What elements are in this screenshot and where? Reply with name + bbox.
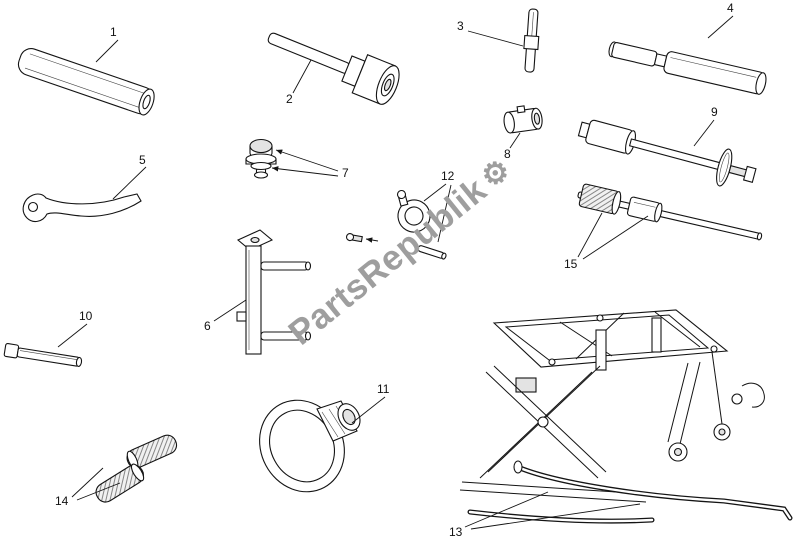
- tool-7-drawing: [245, 138, 277, 179]
- tool-1-drawing: [17, 48, 155, 116]
- part-label-11: 11: [377, 382, 390, 396]
- part-label-1: 1: [110, 25, 117, 39]
- tool-2-drawing: [267, 32, 400, 105]
- part-label-10: 10: [79, 309, 93, 323]
- tool-6-drawing: [236, 229, 312, 355]
- part-label-9: 9: [711, 105, 718, 119]
- part-label-4: 4: [727, 1, 734, 15]
- tool-11-drawing: [259, 399, 361, 493]
- tool-14-drawing: [95, 434, 178, 503]
- tool-9-drawing: [577, 119, 757, 187]
- tool-3-drawing: [523, 8, 540, 73]
- tool-13-drawing: [459, 309, 793, 524]
- leader-lines: [57, 15, 734, 530]
- part-label-2: 2: [286, 92, 293, 106]
- tool-12-drawing: [345, 189, 447, 260]
- tool-4-drawing: [608, 41, 767, 95]
- part-label-15: 15: [564, 257, 578, 271]
- tool-8-drawing: [503, 105, 543, 134]
- tool-15-drawing: [577, 183, 763, 241]
- part-label-13: 13: [449, 525, 463, 539]
- part-label-12: 12: [441, 169, 455, 183]
- part-label-6: 6: [204, 319, 211, 333]
- part-label-7: 7: [342, 166, 349, 180]
- part-label-5: 5: [139, 153, 146, 167]
- tool-5-drawing: [22, 193, 142, 223]
- tool-10-drawing: [3, 343, 83, 367]
- part-label-3: 3: [457, 19, 464, 33]
- part-label-14: 14: [55, 494, 69, 508]
- part-label-8: 8: [504, 147, 511, 161]
